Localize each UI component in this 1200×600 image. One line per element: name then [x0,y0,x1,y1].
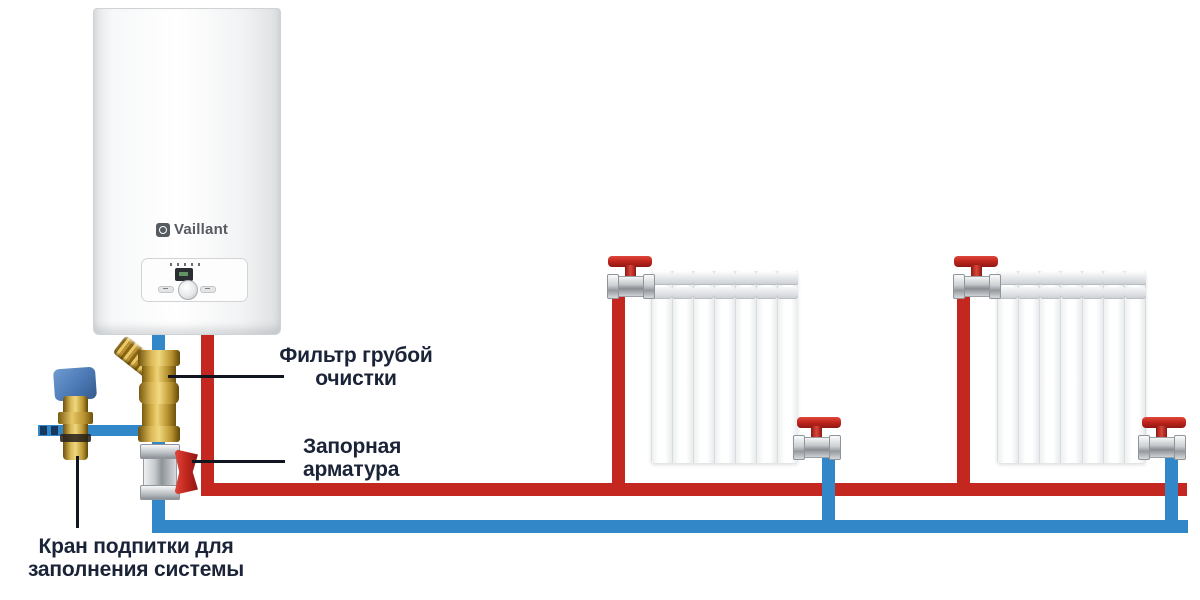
radiator-1 [651,271,798,463]
boiler-control-knob[interactable] [178,280,198,300]
radiator-section [1082,271,1104,463]
valve-stem [60,396,91,460]
panel-indicator-dots [170,263,200,266]
feed-valve[interactable] [52,366,100,464]
boiler-control-panel [141,258,248,302]
filter-nut [138,350,180,366]
label-line: заполнения системы [27,558,245,581]
radiator-section [714,271,735,463]
valve-body [793,435,841,460]
radiator2-supply-riser [957,288,970,488]
boiler-button-right[interactable] [200,286,216,293]
filter-nut [138,426,180,442]
valve-handle[interactable] [954,256,998,267]
label-line: Кран подпитки для [38,535,234,558]
callout-line-shutoff [192,460,285,463]
feed-pipe-break-dash [40,426,47,435]
supply-main-pipe [201,483,1187,496]
valve-stem [811,426,822,438]
valve-body [1138,435,1186,460]
label-coarse-filter: Фильтр грубой очистки [277,344,435,390]
return-main-pipe [152,520,1188,533]
shutoff-valve[interactable] [140,444,201,500]
radiator-section [1103,271,1125,463]
valve-handle[interactable] [608,256,652,267]
radiator-section [996,271,1019,463]
radiator-2 [996,271,1147,463]
label-line: арматура [303,458,400,481]
label-line: Запорная [303,435,402,458]
valve-body [140,444,180,500]
valve-handle[interactable] [1142,417,1186,428]
radiator2-return-valve[interactable] [1138,417,1186,461]
label-line: очистки [315,367,397,390]
vaillant-logo-icon [156,222,170,237]
radiator-section [1060,271,1083,463]
valve-body [607,274,655,299]
radiator-section [672,271,693,463]
valve-handle[interactable] [174,449,198,495]
valve-stem [625,265,636,277]
valve-stem [1156,426,1167,438]
radiator2-return-drop [1165,455,1178,533]
radiator-section [735,271,756,463]
boiler-supply-pipe-vertical [201,326,214,496]
radiator1-supply-riser [612,288,625,488]
radiator-section [693,271,714,463]
valve-body [953,274,1001,299]
radiator1-return-valve[interactable] [793,417,841,461]
filter-union [139,382,179,404]
radiator-section [1124,271,1147,463]
boiler-display [175,268,193,281]
feed-water-pipe [38,425,158,436]
radiator-section [756,271,777,463]
boiler-button-left[interactable] [158,286,174,293]
callout-line-filter [168,375,284,378]
callout-line-feed [76,456,79,528]
label-shutoff-valve: Запорная арматура [303,435,401,481]
coarse-filter [112,335,182,444]
valve-nut [58,412,93,424]
feed-pipe-break-dash [51,426,58,435]
radiator1-supply-valve[interactable] [607,256,655,300]
radiator-section [651,271,672,463]
radiator-section [777,271,798,463]
valve-handle[interactable] [797,417,841,428]
boiler-brand-logo: Vaillant [156,221,228,238]
label-line: Фильтр грубой [279,344,433,367]
valve-stem [971,265,982,277]
radiator-section [1018,271,1040,463]
label-feed-valve: Кран подпитки для заполнения системы [23,535,249,581]
radiator2-supply-valve[interactable] [953,256,1001,300]
boiler: Vaillant [93,8,281,335]
radiator-section [1039,271,1062,463]
boiler-brand-name: Vaillant [174,221,229,238]
radiator1-return-drop [822,455,835,533]
